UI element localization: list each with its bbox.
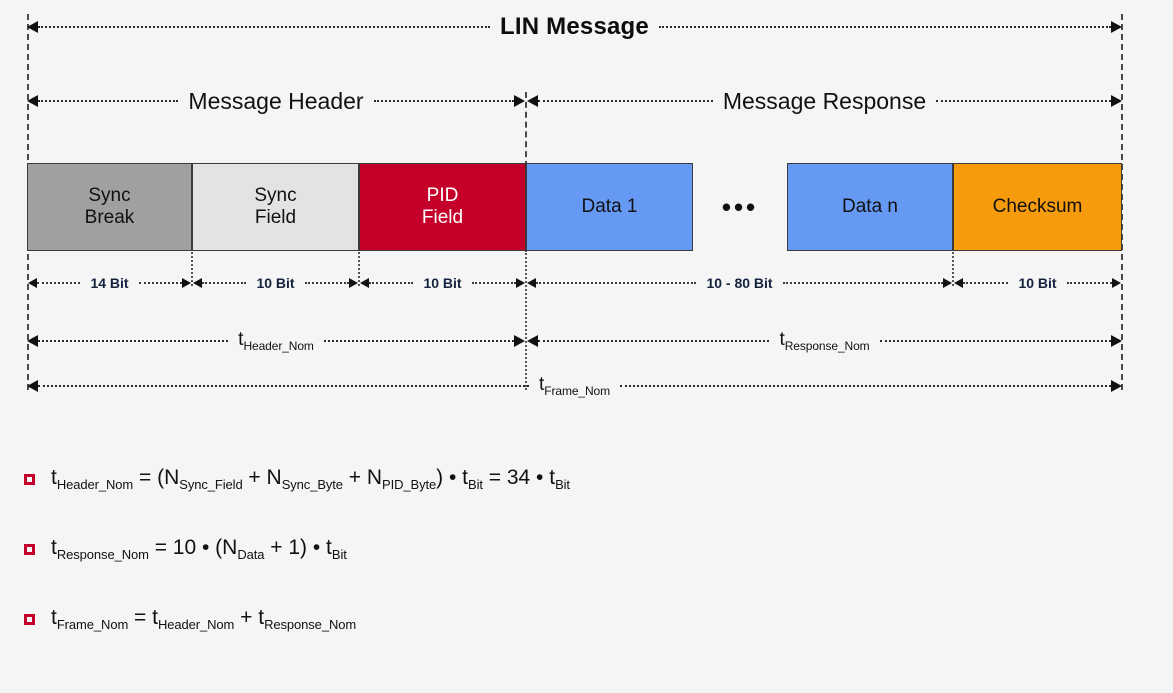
field-label: Data 1 (581, 196, 638, 218)
arrow-segment (304, 282, 349, 284)
field-block-sync-break[interactable]: Sync Break (27, 163, 192, 251)
guide-line-sync-break-end (191, 252, 193, 286)
bullet-square-icon (24, 613, 35, 625)
bullet-square-icon (24, 473, 35, 485)
arrowhead-left-icon (27, 21, 38, 33)
field-block-data-n[interactable]: Data n (787, 163, 953, 251)
guide-line-sync-field-end (358, 252, 360, 286)
arrow-segment (536, 282, 697, 284)
ellipsis-icon: ••• (721, 191, 759, 222)
arrow-segment (369, 282, 414, 284)
span-message-header: Message Header (27, 87, 525, 114)
span-message-response: Message Response (527, 87, 1123, 114)
formula-t-response-nom: tResponse_Nom = 10 • (NData + 1) • tBit (24, 536, 347, 562)
field-label: PID Field (421, 185, 464, 228)
arrow-segment (538, 340, 770, 342)
arrow-segment (538, 100, 713, 102)
arrow-segment (936, 100, 1112, 102)
field-block-pid-field[interactable]: PID Field (359, 163, 526, 251)
span-label-bits-pid-field: 10 Bit (423, 275, 462, 291)
bullet-square-icon (24, 543, 35, 555)
arrow-segment (471, 282, 516, 284)
span-label-t-response-nom: tResponse_Nom (779, 329, 870, 353)
field-label: Sync Break (84, 185, 135, 228)
span-label-bits-data: 10 - 80 Bit (706, 275, 773, 291)
arrowhead-right-icon (514, 335, 525, 347)
arrowhead-left-icon (27, 95, 38, 107)
span-label-bits-checksum: 10 Bit (1018, 275, 1057, 291)
arrow-segment (1066, 282, 1112, 284)
arrowhead-right-icon (943, 278, 953, 288)
span-bits-data: 10 - 80 Bit (527, 272, 953, 294)
guide-line-header-response-bottom (525, 250, 527, 390)
arrowhead-left-icon (527, 95, 538, 107)
formula-expression: tHeader_Nom = (NSync_Field + NSync_Byte … (51, 466, 570, 493)
span-t-response-nom: tResponse_Nom (527, 329, 1123, 353)
guide-line-header-response-top (525, 92, 527, 167)
field-label: Data n (842, 196, 898, 218)
arrow-segment (373, 100, 514, 102)
formula-t-frame-nom: tFrame_Nom = tHeader_Nom + tResponse_Nom (24, 606, 356, 632)
arrowhead-right-icon (349, 278, 358, 288)
arrowhead-right-icon (1111, 380, 1122, 392)
span-label-bits-sync-field: 10 Bit (256, 275, 295, 291)
arrowhead-left-icon (28, 278, 37, 288)
span-label-message-header: Message Header (188, 87, 364, 114)
arrow-segment (38, 340, 229, 342)
arrow-segment (38, 385, 529, 387)
arrow-segment (323, 340, 514, 342)
span-bits-sync-break: 14 Bit (28, 272, 191, 294)
formula-expression: tResponse_Nom = 10 • (NData + 1) • tBit (51, 536, 347, 563)
arrow-segment (963, 282, 1009, 284)
span-bits-sync-field: 10 Bit (193, 272, 358, 294)
span-label-message-response: Message Response (722, 87, 927, 114)
span-label-bits-sync-break: 14 Bit (90, 275, 129, 291)
arrowhead-left-icon (27, 335, 38, 347)
arrowhead-right-icon (1111, 21, 1123, 33)
arrowhead-right-icon (1111, 95, 1123, 107)
arrow-segment (879, 340, 1112, 342)
formula-expression: tFrame_Nom = tHeader_Nom + tResponse_Nom (51, 606, 357, 633)
span-lin-message: LIN Message (27, 13, 1123, 40)
arrowhead-right-icon (1112, 278, 1121, 288)
span-label-t-header-nom: tHeader_Nom (238, 329, 314, 353)
arrowhead-left-icon (527, 335, 538, 347)
field-block-sync-field[interactable]: Sync Field (192, 163, 359, 251)
arrow-segment (138, 282, 182, 284)
arrow-segment (37, 282, 81, 284)
arrowhead-left-icon (527, 278, 536, 288)
arrowhead-right-icon (1111, 335, 1123, 347)
arrow-segment (620, 385, 1111, 387)
arrowhead-left-icon (360, 278, 369, 288)
arrow-segment (782, 282, 944, 284)
span-label-lin-message: LIN Message (500, 13, 649, 40)
field-block-data-1[interactable]: Data 1 (526, 163, 693, 251)
field-label: Sync Field (254, 185, 297, 228)
guide-line-data-n-end (952, 252, 954, 286)
guide-line-frame-end (1121, 14, 1123, 390)
arrow-segment (202, 282, 247, 284)
formula-t-header-nom: tHeader_Nom = (NSync_Field + NSync_Byte … (24, 466, 570, 492)
arrowhead-right-icon (514, 95, 525, 107)
arrowhead-left-icon (193, 278, 202, 288)
arrow-segment (38, 100, 179, 102)
span-bits-pid-field: 10 Bit (360, 272, 525, 294)
span-label-t-frame-nom: tFrame_Nom (538, 374, 611, 398)
span-bits-checksum: 10 Bit (954, 272, 1121, 294)
arrow-segment (658, 26, 1112, 28)
span-t-header-nom: tHeader_Nom (27, 330, 525, 352)
arrow-segment (38, 26, 491, 28)
arrowhead-left-icon (954, 278, 963, 288)
field-block-checksum[interactable]: Checksum (953, 163, 1122, 251)
span-t-frame-nom: tFrame_Nom (27, 375, 1122, 397)
arrowhead-left-icon (27, 380, 38, 392)
field-label: Checksum (992, 196, 1083, 218)
arrowhead-right-icon (182, 278, 191, 288)
arrowhead-right-icon (516, 278, 525, 288)
